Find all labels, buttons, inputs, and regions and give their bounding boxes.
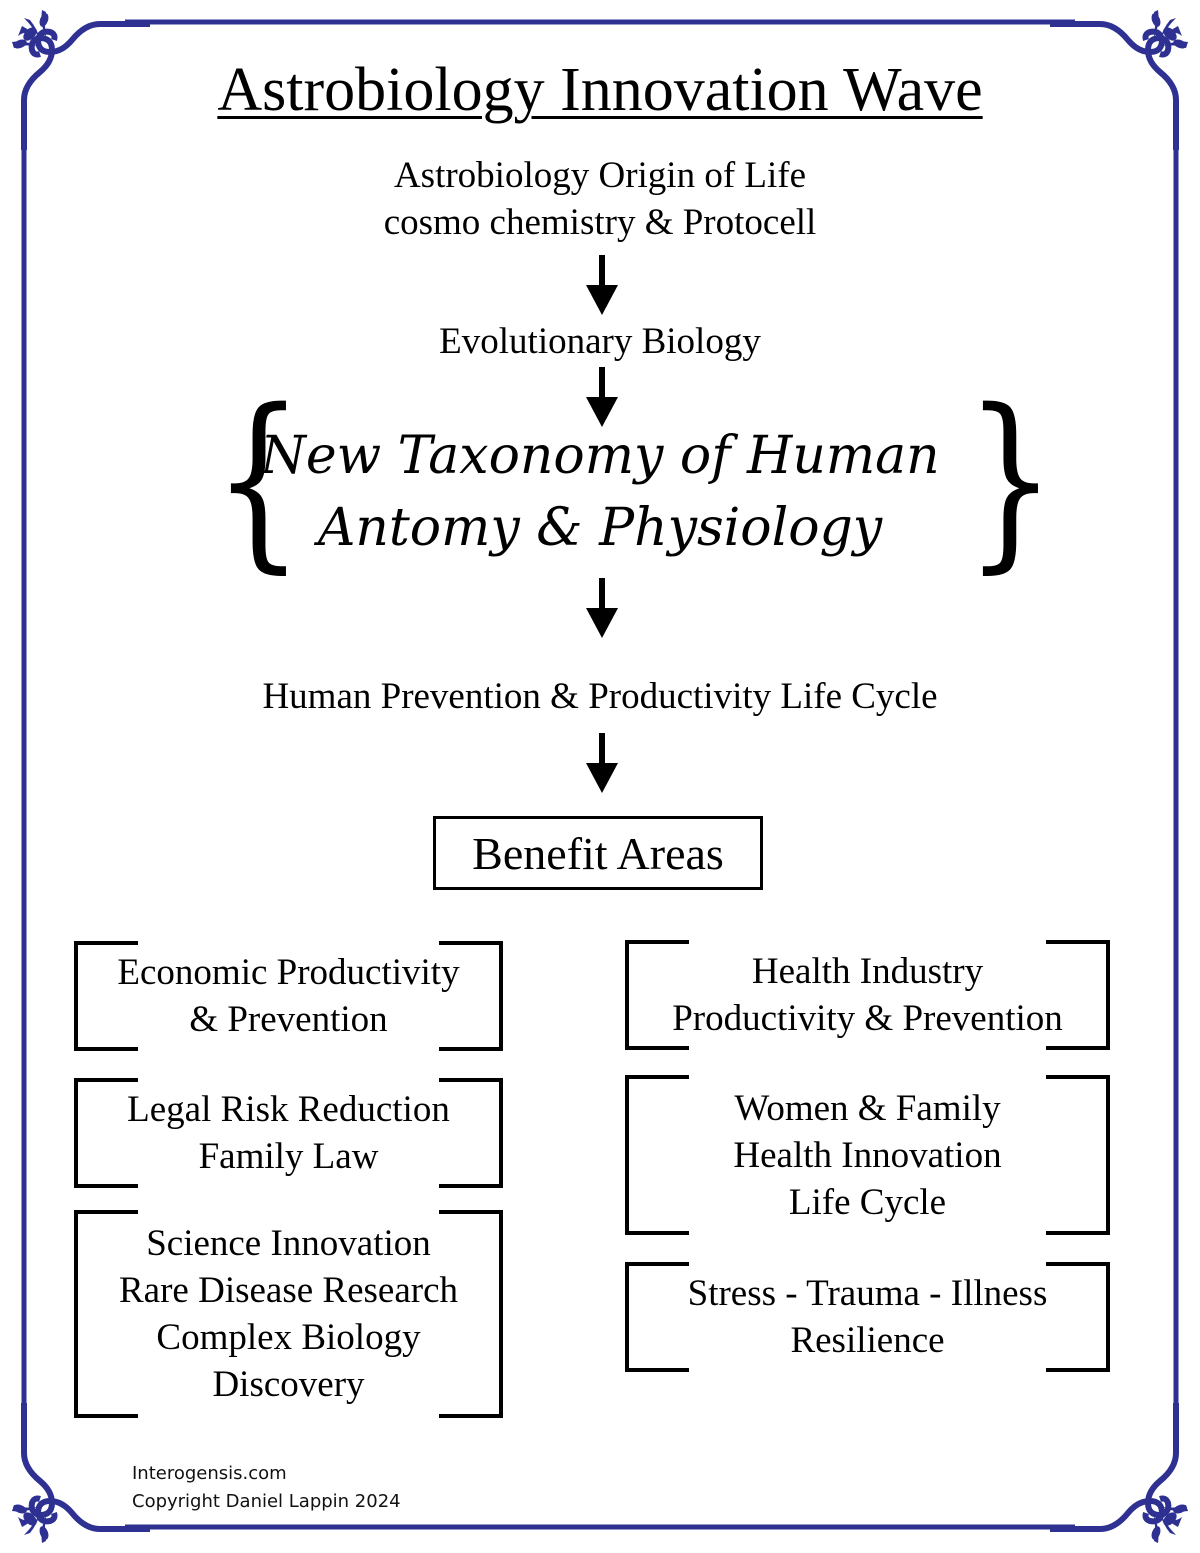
bracket-right [439, 1210, 503, 1418]
bracket-right [1046, 1075, 1110, 1235]
card-line: Economic Productivity [117, 952, 460, 993]
bracket-right [439, 1078, 503, 1188]
card-line: & Prevention [189, 999, 388, 1040]
arrow-down-icon [584, 255, 620, 317]
footer-site: Interogensis.com [132, 1463, 287, 1484]
benefit-card-health-industry: Health Industry Productivity & Preventio… [625, 940, 1110, 1050]
step-origin-line1: Astrobiology Origin of Life [393, 155, 807, 196]
right-brace: } [965, 369, 1056, 590]
bracket-left [74, 1078, 138, 1188]
benefit-card-women-family: Women & Family Health Innovation Life Cy… [625, 1075, 1110, 1235]
step-new-taxonomy: New Taxonomy of Human Antomy & Physiolog… [0, 420, 1200, 564]
footer-copyright: Copyright Daniel Lappin 2024 [132, 1491, 401, 1512]
bracket-left [625, 1075, 689, 1235]
left-brace: { [213, 369, 304, 590]
bracket-right [439, 941, 503, 1051]
arrow-down-icon [584, 578, 620, 640]
bracket-right [1046, 1262, 1110, 1372]
step-origin-of-life: Astrobiology Origin of Life cosmo chemis… [0, 152, 1200, 246]
card-line: Family Law [198, 1136, 379, 1177]
card-line: Resilience [790, 1320, 945, 1361]
corner-flourish-icon-bottom-left [12, 1403, 150, 1543]
card-line: Health Industry [751, 951, 984, 992]
bracket-left [74, 941, 138, 1051]
card-line: Health Innovation [733, 1134, 1002, 1176]
corner-flourish-icon-bottom-right [1050, 1403, 1188, 1543]
bracket-left [625, 940, 689, 1050]
card-line: Stress - Trauma - Illness [687, 1273, 1048, 1314]
benefit-card-stress-resilience: Stress - Trauma - Illness Resilience [625, 1262, 1110, 1372]
arrow-down-icon [584, 733, 620, 795]
benefit-areas-heading: Benefit Areas [433, 816, 763, 890]
card-line: Science Innovation [146, 1223, 431, 1264]
card-line: Legal Risk Reduction [127, 1089, 450, 1130]
taxonomy-line2: Antomy & Physiology [317, 498, 883, 558]
card-line: Complex Biology [156, 1317, 421, 1358]
card-line: Women & Family [734, 1087, 1001, 1129]
benefit-card-economic: Economic Productivity & Prevention [74, 941, 503, 1051]
page-title: Astrobiology Innovation Wave [217, 56, 983, 124]
arrow-down-icon [584, 367, 620, 429]
benefit-card-science: Science Innovation Rare Disease Research… [74, 1210, 503, 1418]
step-evolutionary-biology: Evolutionary Biology [439, 321, 761, 362]
card-line: Life Cycle [788, 1181, 947, 1223]
card-line: Productivity & Prevention [672, 998, 1063, 1039]
benefit-card-legal: Legal Risk Reduction Family Law [74, 1078, 503, 1188]
bracket-left [625, 1262, 689, 1372]
bracket-right [1046, 940, 1110, 1050]
footer: Interogensis.com Copyright Daniel Lappin… [132, 1460, 401, 1516]
card-line: Rare Disease Research [119, 1270, 458, 1311]
step-origin-line2: cosmo chemistry & Protocell [383, 202, 817, 243]
card-line: Discovery [212, 1364, 365, 1405]
bracket-left [74, 1210, 138, 1418]
taxonomy-line1: New Taxonomy of Human [260, 426, 940, 486]
step-life-cycle: Human Prevention & Productivity Life Cyc… [262, 676, 938, 717]
